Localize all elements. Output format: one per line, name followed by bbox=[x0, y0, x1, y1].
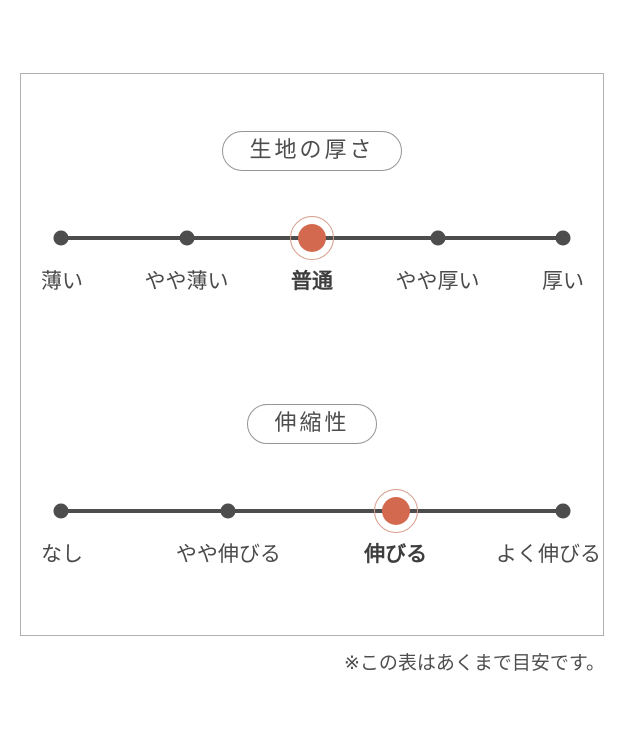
selected-dot bbox=[381, 497, 410, 526]
scale-dot bbox=[220, 503, 236, 519]
scale-line bbox=[59, 509, 565, 514]
scale-title: 伸縮性 bbox=[274, 411, 350, 436]
scale-track: 薄い やや薄い 普通 やや厚い 厚い bbox=[41, 215, 584, 293]
scale-dot bbox=[555, 503, 571, 519]
scale-label: 薄い bbox=[41, 269, 83, 294]
scale-label: よく伸びる bbox=[496, 542, 601, 567]
scale-track: なし やや伸びる 伸びる よく伸びる bbox=[41, 488, 601, 566]
footnote-text: ※この表はあくまで目安です。 bbox=[343, 652, 605, 674]
selected-dot bbox=[298, 224, 326, 253]
scale-label: 普通 bbox=[291, 269, 333, 294]
scale-dot bbox=[179, 230, 194, 246]
scale-title: 生地の厚さ bbox=[249, 138, 375, 163]
scale-title-badge: 生地の厚さ bbox=[222, 131, 402, 172]
scale-dot bbox=[430, 230, 445, 246]
scale-label: 伸びる bbox=[364, 542, 428, 567]
scale-label: やや厚い bbox=[395, 269, 480, 294]
scale-label: 厚い bbox=[542, 269, 584, 294]
spec-panel: 生地の厚さ薄い やや薄い 普通 やや厚い 厚い伸縮性なし やや伸びる 伸びる よく伸びる bbox=[20, 73, 604, 636]
scale-section-2: 伸縮性なし やや伸びる 伸びる よく伸びる bbox=[21, 404, 603, 566]
selected-marker-ring bbox=[373, 489, 418, 534]
scale-dot bbox=[53, 230, 69, 246]
selected-marker-ring bbox=[290, 216, 334, 261]
scale-label: なし bbox=[41, 542, 83, 567]
scale-label: やや伸びる bbox=[175, 542, 281, 567]
scale-label: やや薄い bbox=[144, 269, 229, 294]
scale-dot bbox=[53, 503, 69, 519]
scale-title-badge: 伸縮性 bbox=[247, 404, 377, 445]
scale-section-1: 生地の厚さ薄い やや薄い 普通 やや厚い 厚い bbox=[21, 131, 603, 293]
scale-dot bbox=[555, 230, 571, 246]
